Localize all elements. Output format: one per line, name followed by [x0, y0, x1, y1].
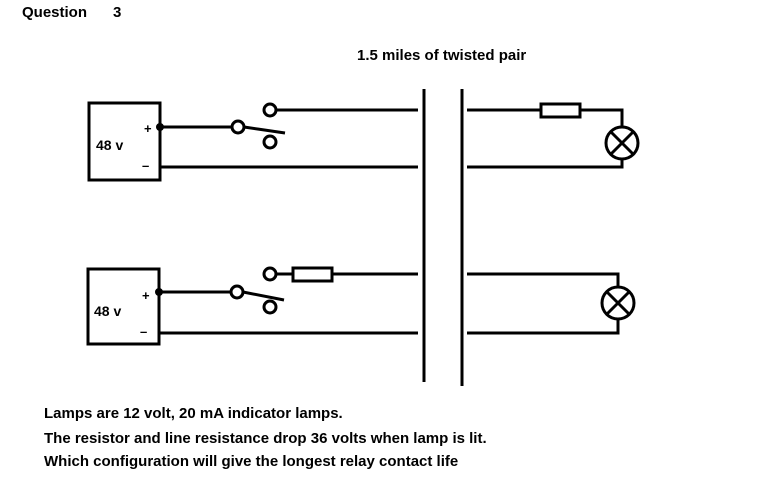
battery-box-top: [87, 101, 162, 182]
wire-top-return-right: [467, 159, 624, 169]
question-title: Question: [22, 4, 88, 21]
resistor-bottom: [291, 266, 334, 283]
lamp-cross-b-top: [609, 130, 635, 156]
resistor-top: [539, 102, 582, 119]
switch-contact-upper-top: [262, 102, 278, 118]
switch-contact-lower-bottom: [262, 299, 278, 315]
battery-label-top: 48 v: [96, 137, 123, 153]
description-line-3: Which configuration will give the longes…: [44, 453, 459, 470]
circuit-bottom: 48 v + –: [86, 266, 636, 346]
wire-top-to-lamp: [580, 108, 624, 127]
battery-minus-top: –: [142, 158, 149, 173]
battery-label-bottom: 48 v: [94, 303, 121, 319]
question-number: 3: [113, 4, 122, 21]
battery-box-bottom: [86, 267, 161, 346]
description-line-2: The resistor and line resistance drop 36…: [44, 430, 487, 447]
switch-blade-bottom: [242, 290, 285, 302]
battery-plus-bottom: +: [142, 288, 150, 303]
switch-contact-upper-bottom: [262, 266, 278, 282]
cable-label: 1.5 miles of twisted pair: [357, 47, 527, 64]
wire-bottom-signal-right: [467, 272, 620, 286]
switch-blade-top: [243, 125, 286, 135]
lamp-cross-b-bottom: [605, 290, 631, 316]
switch-pivot-bottom: [229, 284, 245, 300]
wire-bottom-return-right: [467, 319, 620, 335]
battery-minus-bottom: –: [140, 324, 147, 339]
description-line-1: Lamps are 12 volt, 20 mA indicator lamps…: [44, 405, 343, 422]
circuit-top: 48 v + –: [87, 101, 640, 182]
battery-plus-top: +: [144, 121, 152, 136]
switch-pivot-top: [230, 119, 246, 135]
switch-contact-lower-top: [262, 134, 278, 150]
